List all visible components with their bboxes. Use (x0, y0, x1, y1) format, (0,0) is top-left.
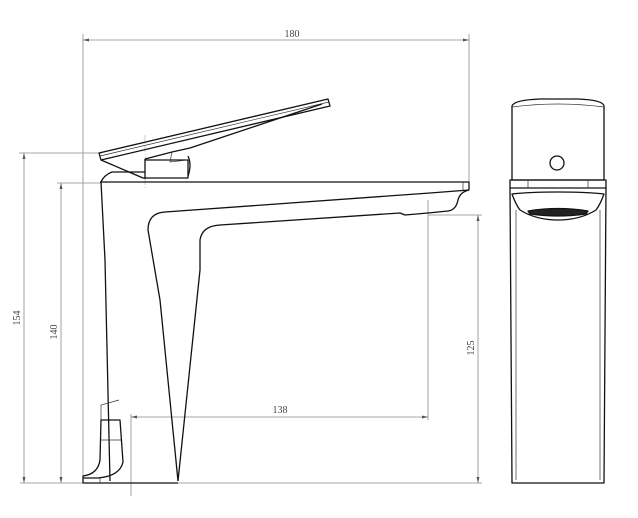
dimension-body-height: 140 (49, 182, 101, 483)
dimension-overall-height: 154 (12, 152, 102, 483)
faucet-front-view (509, 98, 607, 484)
dimension-label-140: 140 (49, 325, 60, 340)
dimension-label-154: 154 (12, 311, 23, 326)
dimension-label-180: 180 (285, 29, 300, 40)
handle-pivot-circle (549, 155, 565, 171)
dimension-label-138: 138 (273, 405, 288, 416)
dimension-label-125: 125 (466, 341, 477, 356)
dimension-overall-length: 180 (82, 29, 470, 483)
faucet-side-view (82, 98, 470, 484)
dimension-spout-reach: 138 (130, 200, 429, 496)
dimension-spout-height: 125 (428, 214, 482, 483)
